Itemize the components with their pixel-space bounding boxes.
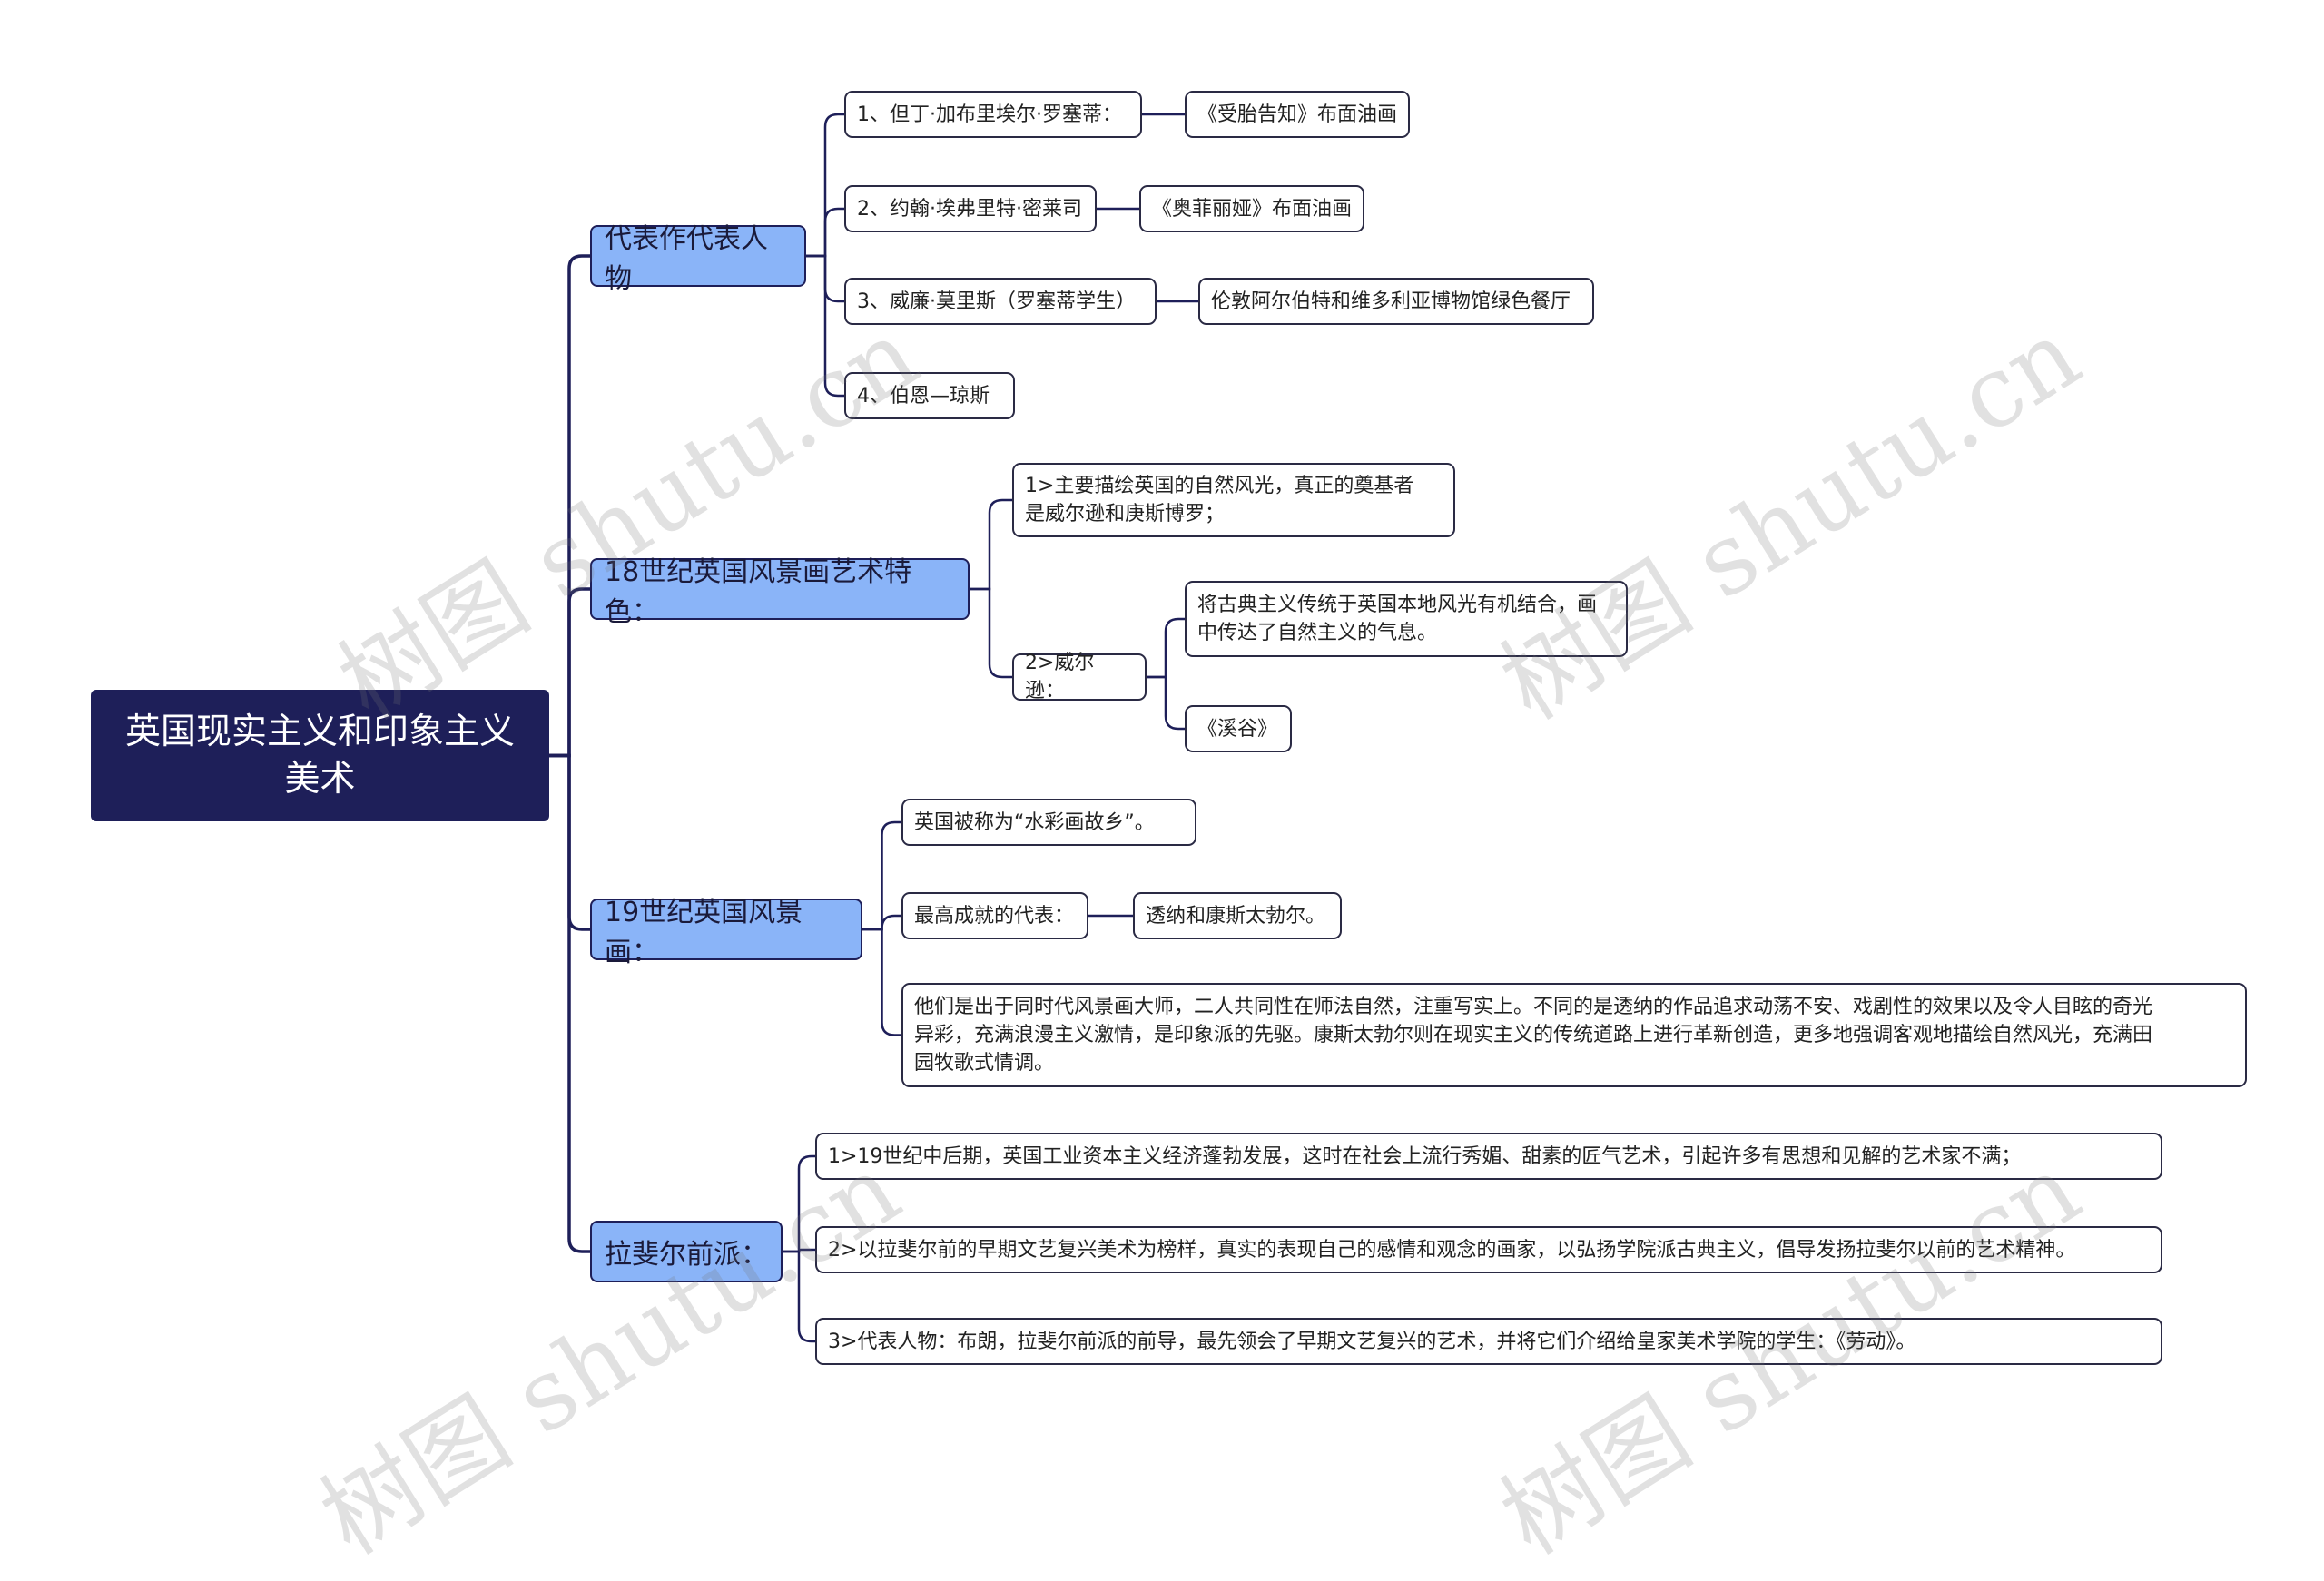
leaf-topic-n1[interactable]: 英国被称为“水彩画故乡”。 — [901, 799, 1196, 846]
connector-b2-m1 — [970, 498, 1012, 591]
leaf-topic-m2a[interactable]: 将古典主义传统于英国本地风光有机结合，画 中传达了自然主义的气息。 — [1185, 581, 1628, 657]
connector-b1-l1 — [806, 113, 844, 258]
leaf-topic-p3[interactable]: 3>代表人物：布朗，拉斐尔前派的前导，最先领会了早期文艺复兴的艺术，并将它们介绍… — [815, 1318, 2162, 1365]
leaf-topic-l1a[interactable]: 《受胎告知》布面油画 — [1185, 91, 1410, 138]
leaf-topic-m1[interactable]: 1>主要描绘英国的自然风光，真正的奠基者 是威尔逊和庚斯博罗； — [1012, 463, 1455, 537]
connector-root-b2 — [549, 587, 590, 758]
mindmap-canvas: 英国现实主义和印象主义 美术 代表作代表人物 18世纪英国风景画艺术特色： 19世纪英… — [91, 91, 2247, 1576]
leaf-topic-l3a[interactable]: 伦敦阿尔伯特和维多利亚博物馆绿色餐厅 — [1198, 278, 1594, 325]
connector-b2-m2 — [970, 587, 1012, 679]
connector-m2-m2a — [1147, 617, 1185, 679]
branch-topic-b4[interactable]: 拉斐尔前派： — [590, 1221, 783, 1282]
connector-b1-l2 — [806, 207, 844, 258]
leaf-topic-l3[interactable]: 3、威廉·莫里斯（罗塞蒂学生） — [844, 278, 1157, 325]
connector-lines — [549, 113, 1198, 1343]
branch-topic-b1[interactable]: 代表作代表人物 — [590, 223, 806, 295]
leaf-topic-l1[interactable]: 1、但丁·加布里埃尔·罗塞蒂： — [844, 91, 1142, 138]
connector-b4-p3 — [783, 1250, 815, 1343]
leaf-topic-p1[interactable]: 1>19世纪中后期，英国工业资本主义经济蓬勃发展，这时在社会上流行秀媚、甜素的匠… — [815, 1133, 2162, 1180]
leaf-topic-n2a[interactable]: 透纳和康斯太勃尔。 — [1133, 892, 1342, 939]
connector-b3-n3 — [862, 928, 901, 1036]
connector-b1-l4 — [806, 254, 844, 398]
leaf-topic-m2[interactable]: 2>威尔逊： — [1012, 652, 1147, 702]
leaf-topic-n2[interactable]: 最高成就的代表： — [901, 892, 1088, 939]
leaf-topic-l2a[interactable]: 《奥菲丽娅》布面油画 — [1139, 185, 1364, 232]
leaf-topic-m2b[interactable]: 《溪谷》 — [1185, 705, 1292, 752]
connector-root-b4 — [549, 753, 590, 1253]
connector-b3-n1 — [862, 820, 901, 931]
leaf-topic-p2[interactable]: 2>以拉斐尔前的早期文艺复兴美术为榜样，真实的表现自己的感情和观念的画家，以弘扬… — [815, 1226, 2162, 1273]
leaf-topic-l2[interactable]: 2、约翰·埃弗里特·密莱司 — [844, 185, 1097, 232]
leaf-topic-l4[interactable]: 4、伯恩—琼斯 — [844, 372, 1015, 419]
connector-b4-p1 — [783, 1154, 815, 1253]
root-topic[interactable]: 英国现实主义和印象主义 美术 — [91, 690, 549, 821]
branch-topic-b3[interactable]: 19世纪英国风景画： — [590, 897, 862, 968]
connector-m2-m2b — [1147, 675, 1185, 731]
connector-root-b1 — [549, 254, 590, 758]
branch-topic-b2[interactable]: 18世纪英国风景画艺术特色： — [590, 556, 970, 628]
leaf-topic-n3[interactable]: 他们是出于同时代风景画大师，二人共同性在师法自然，注重写实上。不同的是透纳的作品… — [901, 983, 2247, 1087]
